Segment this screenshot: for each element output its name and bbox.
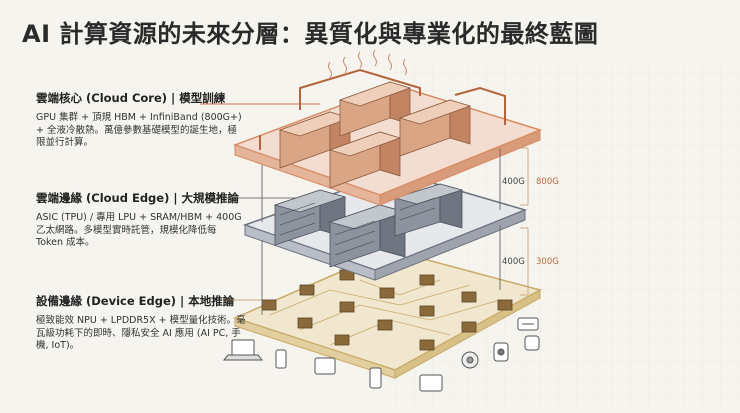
tier-cloud-edge-heading: 雲端邊緣 (Cloud Edge) | 大規模推論 xyxy=(36,191,240,205)
phone-icon xyxy=(275,349,287,369)
bandwidth-label-core-inner: 400G xyxy=(502,177,525,187)
tier-device-edge-heading: 設備邊緣 (Device Edge) | 本地推論 xyxy=(36,294,235,308)
smartphone-icon xyxy=(369,367,382,389)
watch-icon xyxy=(524,335,540,351)
cloud-edge-platform xyxy=(242,171,528,281)
tier-cloud-core-description: GPU 集群 + 頂規 HBM + InfiniBand (800G+) + 全… xyxy=(36,112,242,148)
tier-cloud-edge: 雲端邊緣 (Cloud Edge) | 大規模推論 ASIC (TPU) / 專… xyxy=(36,190,246,250)
device-edge-platform xyxy=(232,249,542,379)
tier-device-edge-description: 極致能效 NPU + LPDDR5X + 模型量化技術。毫瓦級功耗下的即時、隱私… xyxy=(36,315,246,351)
heat-waves xyxy=(328,49,407,79)
bandwidth-label-core-outer: 800G xyxy=(536,177,559,187)
liquid-cooling-pipes xyxy=(259,68,506,150)
gpu-cluster-racks xyxy=(278,81,472,189)
npu-chip-grid xyxy=(261,269,513,351)
smart-speaker-icon xyxy=(461,351,479,369)
iot-hub-icon xyxy=(517,317,539,331)
laptop-icon xyxy=(222,339,264,361)
bandwidth-brackets xyxy=(520,147,529,296)
tier-device-edge: 設備邊緣 (Device Edge) | 本地推論 極致能效 NPU + LPD… xyxy=(36,293,246,353)
cloud-core-platform xyxy=(232,49,543,206)
interconnect-arrows xyxy=(261,148,501,315)
tablet-2-icon xyxy=(419,374,443,392)
bandwidth-label-edge-inner: 400G xyxy=(502,257,525,267)
tier-cloud-core: 雲端核心 (Cloud Core) | 模型訓練 GPU 集群 + 頂規 HBM… xyxy=(36,90,246,150)
page-title: AI 計算資源的未來分層：異質化與專業化的最終藍圖 xyxy=(22,20,599,48)
tablet-icon xyxy=(314,357,336,375)
bandwidth-label-edge-outer: 300G xyxy=(536,257,559,267)
tier-cloud-core-heading: 雲端核心 (Cloud Core) | 模型訓練 xyxy=(36,91,226,105)
tier-cloud-edge-description: ASIC (TPU) / 專用 LPU + SRAM/HBM + 400G 乙太… xyxy=(36,212,242,248)
camera-icon xyxy=(493,342,509,362)
